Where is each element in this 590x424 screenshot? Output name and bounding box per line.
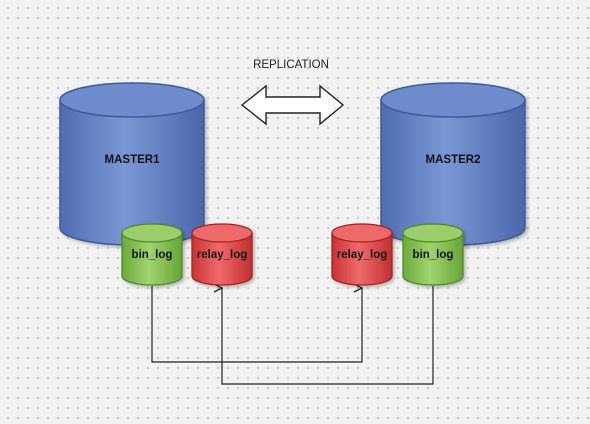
master2-database — [380, 82, 526, 246]
master2-label: MASTER2 — [426, 154, 481, 166]
master1-relay-log-cylinder — [191, 223, 253, 286]
master1-label: MASTER1 — [105, 154, 161, 166]
master2-relay-log-cylinder — [331, 223, 393, 286]
master2-bin-log-cylinder — [402, 223, 464, 286]
master2-bin-log-label: bin_log — [413, 249, 454, 261]
master1-relay-log-label: relay_log — [197, 249, 248, 261]
connector-master1-binlog-to-master2-relaylog — [151, 286, 362, 363]
master1-bin-log-label: bin_log — [132, 249, 173, 261]
master1-database — [59, 82, 205, 246]
master2-relay-log-label: relay_log — [337, 249, 388, 261]
master1-bin-log-cylinder — [121, 223, 183, 286]
connector-master2-binlog-to-master1-relaylog — [222, 286, 434, 385]
replication-title: REPLICATION — [253, 59, 329, 71]
replication-double-arrow — [240, 84, 345, 126]
